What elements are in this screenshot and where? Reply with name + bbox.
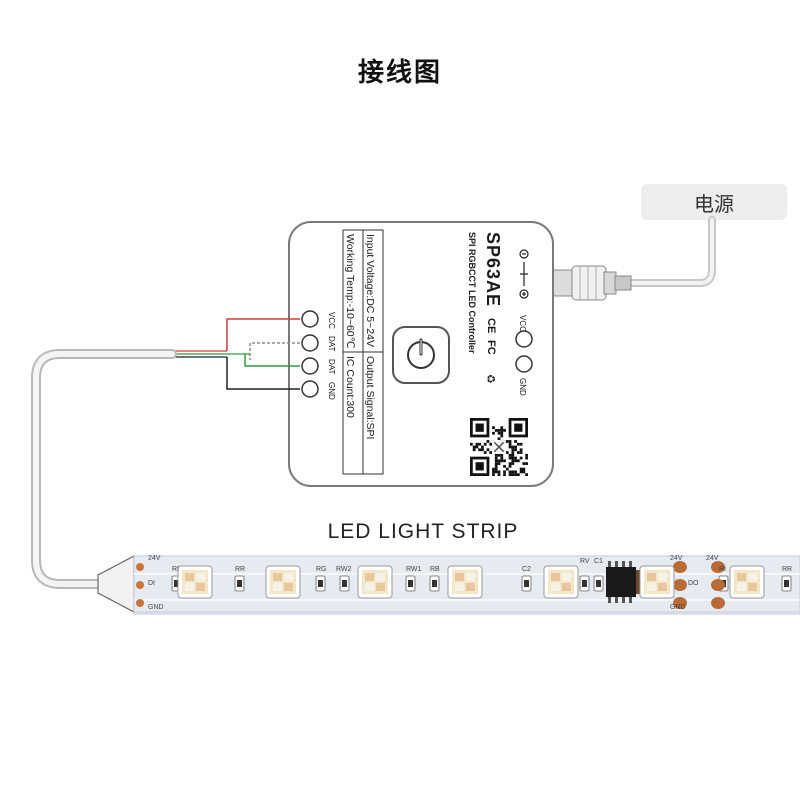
dc-connector-icon	[551, 265, 632, 301]
power-cable	[626, 216, 716, 287]
controller-model: SP63AE	[483, 232, 503, 308]
dc-polarity-icon	[519, 249, 529, 299]
qr-code	[470, 418, 528, 476]
component-label-rw1: RW1	[406, 566, 422, 573]
pad-label-gnd-in: GND	[148, 604, 164, 611]
spec-output-signal: Output Signal:SPI	[364, 356, 376, 440]
pad-label-gnd-out: GND	[670, 604, 686, 611]
led-chip	[729, 565, 765, 599]
left-terminal-gnd: GND	[327, 382, 336, 400]
pad-label-24v-next: 24V	[706, 555, 719, 562]
right-terminal-vcc: VCC	[518, 315, 527, 332]
strip-cable	[31, 349, 177, 589]
capacitor	[636, 570, 640, 594]
right-terminal-gnd: GND	[518, 378, 527, 396]
component-label-rg: RG	[316, 566, 327, 573]
spec-ic-count: IC Count:300	[344, 356, 356, 418]
wire-red	[226, 318, 300, 351]
led-chip	[177, 565, 213, 599]
led-chip	[265, 565, 301, 599]
fc-mark: FC	[485, 340, 497, 355]
power-cable-core	[628, 218, 714, 285]
strip-label: LED LIGHT STRIP	[327, 520, 519, 543]
led-chip	[639, 565, 675, 599]
left-terminal-holes	[301, 310, 319, 398]
strip-connector	[97, 555, 135, 613]
right-terminal-holes	[515, 330, 533, 373]
left-terminal-dat-1: DAT	[327, 336, 336, 352]
recycle-icon: ♻	[484, 374, 496, 384]
wire-black	[226, 357, 300, 390]
component-label-c1: C1	[594, 558, 603, 565]
component-label-rr: RR	[235, 566, 246, 573]
component-label-rb: RB	[430, 566, 440, 573]
left-terminal-vcc: VCC	[327, 312, 336, 329]
led-chip	[543, 565, 579, 599]
page-title: 接线图	[357, 58, 442, 88]
strip-output-pads	[673, 561, 725, 609]
pad-label-do: DO	[688, 580, 699, 587]
wire-green	[244, 354, 300, 367]
power-supply-label: 电源	[641, 184, 787, 220]
component-label-rw2: RW2	[336, 566, 352, 573]
strip-input-pads	[136, 563, 144, 607]
component-label-c2: C2	[522, 566, 531, 573]
ce-mark: CE	[485, 318, 497, 334]
led-chip	[447, 565, 483, 599]
pad-label-24v-out: 24V	[670, 555, 683, 562]
component-label-ri: RI	[172, 566, 179, 573]
led-chip	[357, 565, 393, 599]
driver-ic-chip	[606, 561, 636, 603]
pad-label-24v-in: 24V	[148, 555, 161, 562]
pad-label-di: DI	[148, 580, 155, 587]
spec-working-temp: Working Temp:-10~60℃	[344, 234, 356, 349]
component-label-rv: RV	[580, 558, 590, 565]
controller-subtitle: SPI RGBCCT LED Controller	[467, 232, 477, 354]
component-label-rr-2: RR	[782, 566, 793, 573]
left-terminal-dat-2: DAT	[327, 359, 336, 375]
spec-input-voltage: Input Voltage:DC 5~24V	[364, 234, 376, 347]
led-chips	[177, 565, 765, 599]
power-label-text: 电源	[694, 191, 734, 216]
component-label-ri-2: RI	[719, 566, 726, 573]
